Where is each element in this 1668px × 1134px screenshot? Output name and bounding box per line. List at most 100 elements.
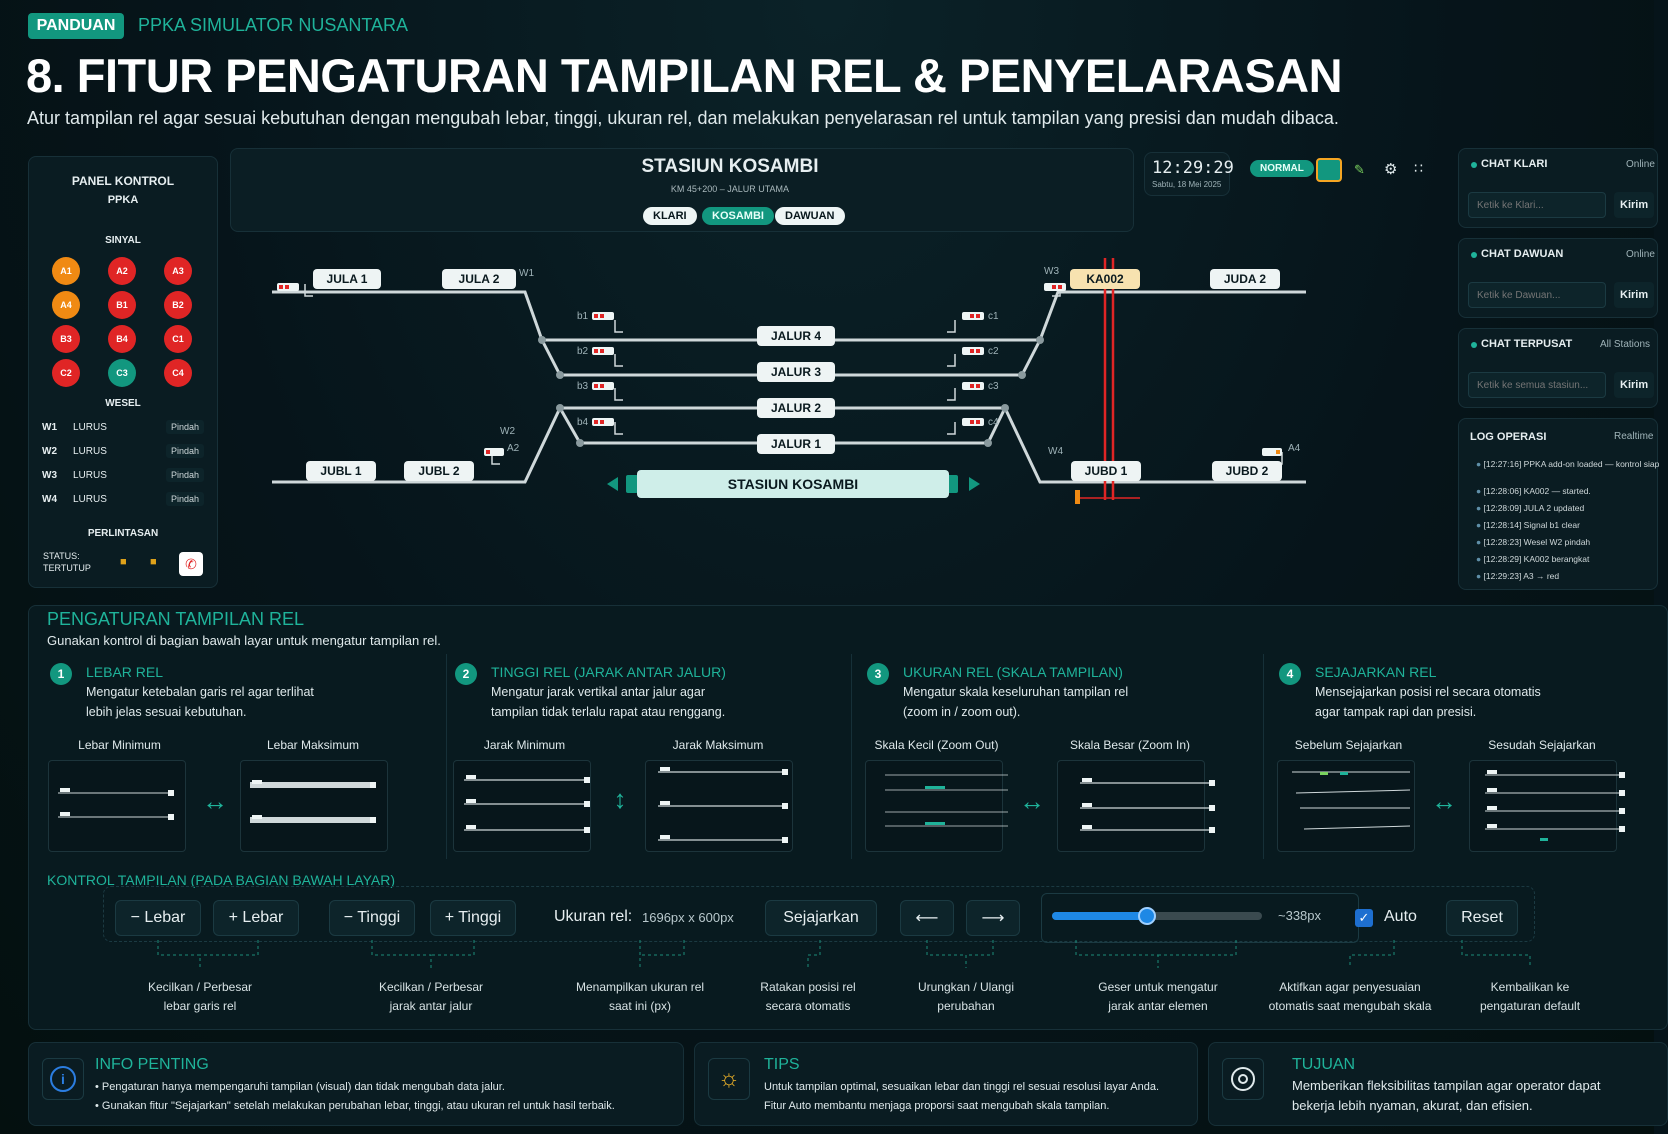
switch-label-w1: W1 (519, 268, 534, 279)
track-label-jula1[interactable]: JULA 1 (313, 269, 381, 289)
track-label-jalur2[interactable]: JALUR 2 (757, 398, 835, 418)
settings-card (41, 654, 447, 859)
tab-kosambi[interactable]: KOSAMBI (702, 207, 774, 225)
gear-icon[interactable]: ⚙ (1384, 161, 1398, 178)
chat-send-button[interactable]: Kirim (1614, 282, 1654, 308)
signal-label-c2: c2 (988, 346, 999, 357)
fullscreen-icon[interactable]: ∷ (1414, 160, 1423, 176)
chat-status: All Stations (1600, 339, 1651, 350)
auto-checkbox[interactable]: ✓ (1355, 909, 1373, 927)
record-icon[interactable] (1316, 158, 1342, 182)
online-dot (1471, 342, 1477, 348)
log-panel (1458, 418, 1658, 590)
crossing-lamp (1075, 490, 1080, 504)
wesel-state: LURUS (73, 422, 107, 433)
height-decrease-button[interactable]: − Tinggi (329, 900, 415, 936)
train-ka002[interactable]: KA002 (1070, 269, 1140, 289)
wesel-switch-button[interactable]: Pindah (166, 420, 205, 434)
card-title: UKURAN REL (SKALA TAMPILAN) (903, 664, 1123, 680)
info-panel (28, 1042, 684, 1126)
signal-button[interactable]: B1 (108, 291, 136, 319)
wesel-id: W2 (42, 446, 57, 457)
lightbulb-icon: ☼ (708, 1058, 750, 1100)
card-desc: agar tampak rapi dan presisi. (1315, 705, 1477, 719)
goal-line1: Memberikan fleksibilitas tampilan agar o… (1292, 1078, 1601, 1093)
edit-icon[interactable]: ✎ (1354, 162, 1365, 177)
phone-icon[interactable]: ✆ (179, 552, 203, 576)
redo-button[interactable]: ⟶ (966, 900, 1020, 936)
track-label-jubd2[interactable]: JUBD 2 (1212, 461, 1282, 481)
width-increase-button[interactable]: + Lebar (213, 900, 299, 936)
log-status: Realtime (1614, 431, 1654, 442)
chat-input[interactable] (1468, 372, 1606, 398)
caption-connectors (157, 940, 1531, 968)
track-label-jubl2[interactable]: JUBL 2 (404, 461, 474, 481)
track-label-jalur1[interactable]: JALUR 1 (757, 434, 835, 454)
wesel-switch-button[interactable]: Pindah (166, 468, 205, 482)
settings-title: PENGATURAN TAMPILAN REL (47, 609, 305, 629)
track-label-jula2[interactable]: JULA 2 (442, 269, 516, 289)
crossing-barrier (1075, 258, 1140, 500)
step-number: 2 (455, 663, 477, 685)
chat-send-button[interactable]: Kirim (1614, 192, 1654, 218)
tab-klari[interactable]: KLARI (643, 207, 697, 225)
chat-input[interactable] (1468, 192, 1606, 218)
signal-button[interactable]: A2 (108, 257, 136, 285)
slider-value: ~338px (1278, 908, 1322, 923)
spacing-slider-track[interactable] (1052, 907, 1262, 925)
undo-button[interactable]: ⟵ (900, 900, 954, 936)
auto-label[interactable]: Auto (1384, 908, 1417, 925)
wesel-switch-button[interactable]: Pindah (166, 492, 205, 506)
lock-icon[interactable]: ■ (150, 556, 157, 568)
info-icon: i (42, 1058, 84, 1100)
signal-button[interactable]: B3 (52, 325, 80, 353)
mode-badge[interactable]: NORMAL (1250, 160, 1314, 177)
signal-button[interactable]: B2 (164, 291, 192, 319)
signal-button[interactable]: B4 (108, 325, 136, 353)
signal-button[interactable]: C3 (108, 359, 136, 387)
track-label-jalur4[interactable]: JALUR 4 (757, 326, 835, 346)
chat-status: Online (1626, 159, 1655, 170)
clock-box (1144, 152, 1230, 196)
wesel-switch-button[interactable]: Pindah (166, 444, 205, 458)
signal-button[interactable]: A1 (52, 257, 80, 285)
signal-button[interactable]: C4 (164, 359, 192, 387)
signal-label-c1: c1 (988, 311, 999, 322)
signal-button[interactable]: C2 (52, 359, 80, 387)
chat-input[interactable] (1468, 282, 1606, 308)
controls-bar (103, 886, 1535, 942)
spacing-slider-knob[interactable] (1137, 907, 1156, 925)
thumb-label: Skala Besar (Zoom In) (1069, 738, 1191, 752)
card-title: LEBAR REL (86, 664, 164, 680)
step-number: 4 (1279, 663, 1301, 685)
thumb-label: Lebar Maksimum (266, 738, 360, 752)
lock-icon[interactable]: ■ (120, 556, 127, 568)
log-item: ● [12:28:09] JULA 2 updated (1476, 503, 1585, 513)
tab-dawuan[interactable]: DAWUAN (775, 207, 845, 225)
signal-button[interactable]: C1 (164, 325, 192, 353)
height-increase-button[interactable]: + Tinggi (430, 900, 516, 936)
clock-time: 12:29:29 (1152, 158, 1234, 178)
track-label-jubd1[interactable]: JUBD 1 (1071, 461, 1141, 481)
wesel-state: LURUS (73, 470, 107, 481)
align-button[interactable]: Sejajarkan (765, 900, 877, 936)
card-desc: Mengatur ketebalan garis rel agar terlih… (86, 685, 314, 699)
track-label-juda2[interactable]: JUDA 2 (1210, 269, 1280, 289)
track-label-jubl1[interactable]: JUBL 1 (306, 461, 376, 481)
online-dot (1471, 252, 1477, 258)
track-label-jalur3[interactable]: JALUR 3 (757, 362, 835, 382)
signal-button[interactable]: A4 (52, 291, 80, 319)
reset-button[interactable]: Reset (1446, 900, 1518, 936)
card-desc: (zoom in / zoom out). (903, 705, 1021, 719)
chat-send-button[interactable]: Kirim (1614, 372, 1654, 398)
signal-heads (277, 283, 1282, 456)
spacing-slider-fill (1052, 912, 1147, 920)
thumb-before (1277, 760, 1415, 852)
signal-button[interactable]: A3 (164, 257, 192, 285)
width-decrease-button[interactable]: − Lebar (115, 900, 201, 936)
card-desc: tampilan tidak terlalu rapat atau rengga… (491, 705, 726, 719)
